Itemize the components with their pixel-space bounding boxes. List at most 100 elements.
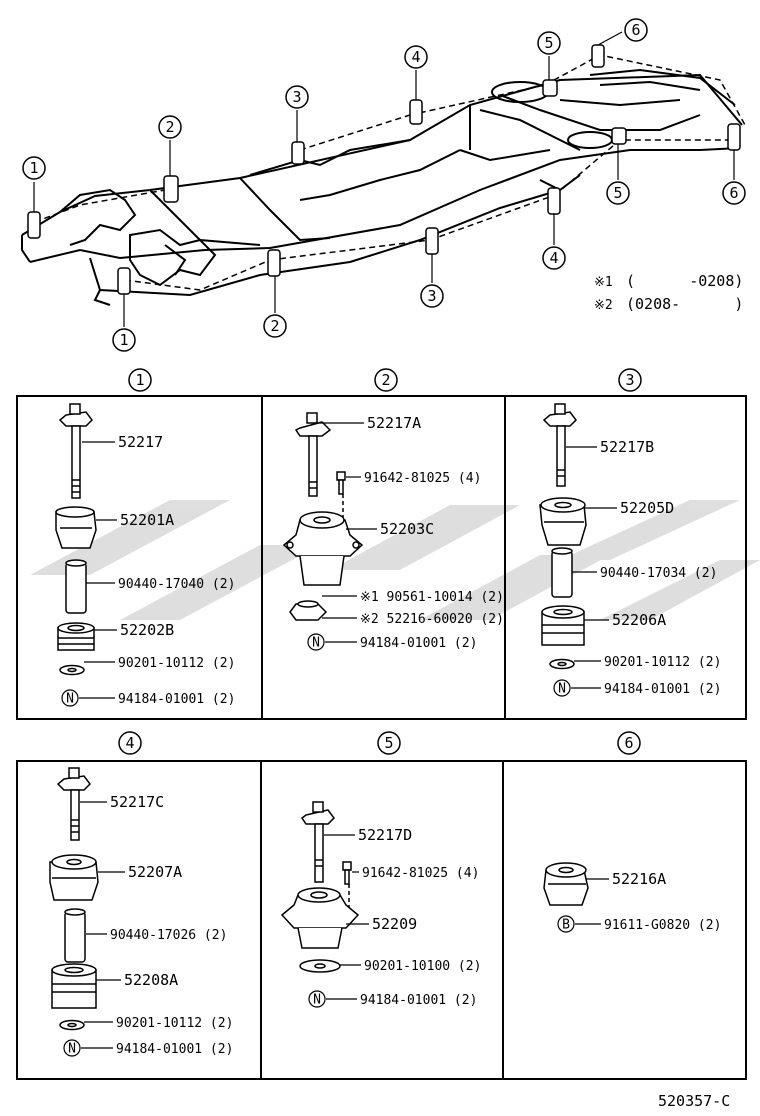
callout-number: 4 (549, 249, 558, 267)
callout-number: 4 (411, 48, 420, 66)
part-number-label: 52208A (124, 971, 178, 989)
note-1-text: ( -0208) (626, 272, 743, 290)
part-number-label: 91642-81025 (4) (362, 866, 479, 881)
callout-circle (420, 284, 444, 308)
callout-circle (22, 156, 46, 180)
callout-circle (285, 85, 309, 109)
part-number-label: 52217B (600, 438, 654, 456)
part-number-label: 52217D (358, 826, 412, 844)
frame-drawing (21, 68, 743, 306)
part-number-label: 90440-17026 (2) (110, 928, 227, 943)
part-number-label: ※1 90561-10014 (2) (360, 590, 504, 605)
part-number-label: 94184-01001 (2) (360, 993, 477, 1008)
panel-header-circle (617, 731, 641, 755)
callout-number: 6 (631, 21, 640, 39)
callout-number: 5 (544, 34, 553, 52)
part-badge-letter: N (68, 1042, 76, 1057)
panel-header-number: 3 (625, 371, 634, 389)
part-number-label: 52217 (118, 433, 163, 451)
panel-header-circle (377, 731, 401, 755)
callout-circle (112, 328, 136, 352)
panel-2-drawing (282, 412, 364, 621)
callout-circle (606, 181, 630, 205)
part-number-label: 52205D (620, 499, 674, 517)
panel-header-number: 5 (384, 734, 393, 752)
part-badge-letter: N (312, 636, 320, 651)
date-notes: ※1 ( -0208) ※2 (0208- ) (594, 272, 743, 313)
part-number-label: 52201A (120, 511, 174, 529)
callout-number: 6 (729, 184, 738, 202)
part-number-label: 90201-10112 (2) (116, 1016, 233, 1031)
frame-mounts (27, 44, 741, 295)
panel-header-number: 2 (381, 371, 390, 389)
panel-6-drawing (543, 862, 589, 906)
part-badge-letter: N (66, 692, 74, 707)
part-number-label: 52216A (612, 870, 666, 888)
panel-5-drawing (280, 801, 360, 973)
callout-circle (722, 181, 746, 205)
callout-circle (404, 45, 428, 69)
part-number-label: 94184-01001 (2) (604, 682, 721, 697)
callout-number: 3 (292, 88, 301, 106)
part-number-label: 94184-01001 (2) (116, 1042, 233, 1057)
panel-3-drawing (539, 403, 587, 670)
part-number-label: 91611-G0820 (2) (604, 918, 721, 933)
callout-circle (624, 18, 648, 42)
part-badge-circle (553, 679, 571, 697)
part-badge-letter: B (562, 918, 570, 933)
watermark-logo (30, 500, 760, 620)
panel-headers: 1 2 3 4 5 6 (118, 368, 642, 755)
panel-header-number: 1 (135, 371, 144, 389)
part-number-label: 90440-17034 (2) (600, 566, 717, 581)
part-number-label: 91642-81025 (4) (364, 471, 481, 486)
part-number-label: 52207A (128, 863, 182, 881)
part-number-label: 52202B (120, 621, 174, 639)
note-2-mark: ※2 (594, 298, 613, 313)
part-number-label: 90201-10112 (2) (604, 655, 721, 670)
panel-4-drawing (49, 767, 99, 1031)
panel-header-number: 6 (624, 734, 633, 752)
part-number-label: 52209 (372, 915, 417, 933)
part-number-label: 90201-10100 (2) (364, 959, 481, 974)
callout-circle (263, 314, 287, 338)
callout-number: 1 (119, 331, 128, 349)
part-badge-letter: N (313, 993, 321, 1008)
part-number-label: 52217C (110, 793, 164, 811)
callout-circle (158, 115, 182, 139)
part-badge-circle (307, 633, 325, 651)
part-labels: 52217 52201A 90440-17040 (2) 52202B 90201-10… (61, 414, 721, 1057)
panel-header-circle (118, 731, 142, 755)
part-badge-letter: N (558, 682, 566, 697)
part-number-label: 90201-10112 (2) (118, 656, 235, 671)
callout-number: 3 (427, 287, 436, 305)
callout-number: 1 (29, 159, 38, 177)
panel-header-circle (618, 368, 642, 392)
note-1-mark: ※1 (594, 275, 613, 290)
panel-header-circle (374, 368, 398, 392)
callout-number: 5 (613, 184, 622, 202)
frame-leaders (34, 54, 746, 291)
part-number-label: 52206A (612, 611, 666, 629)
part-number-label: 90440-17040 (2) (118, 577, 235, 592)
part-badge-circle (61, 689, 79, 707)
callout-number: 2 (165, 118, 174, 136)
panel-1-drawing (55, 403, 97, 676)
part-number-label: 52203C (380, 520, 434, 538)
callout-leaders (33, 31, 735, 327)
part-number-label: 52217A (367, 414, 421, 432)
callout-circle (537, 31, 561, 55)
part-badge-circle (557, 915, 575, 933)
diagram-code: 520357-C (658, 1092, 730, 1110)
panel-header-circle (128, 368, 152, 392)
part-badge-circle (63, 1039, 81, 1057)
part-drawings (49, 403, 589, 1031)
part-number-label: 94184-01001 (2) (118, 692, 235, 707)
panel-header-number: 4 (125, 734, 134, 752)
part-badge-circle (308, 990, 326, 1008)
panel-grid (16, 395, 747, 1080)
part-number-label: 94184-01001 (2) (360, 636, 477, 651)
callout-circle (542, 246, 566, 270)
part-number-label: ※2 52216-60020 (2) (360, 612, 504, 627)
